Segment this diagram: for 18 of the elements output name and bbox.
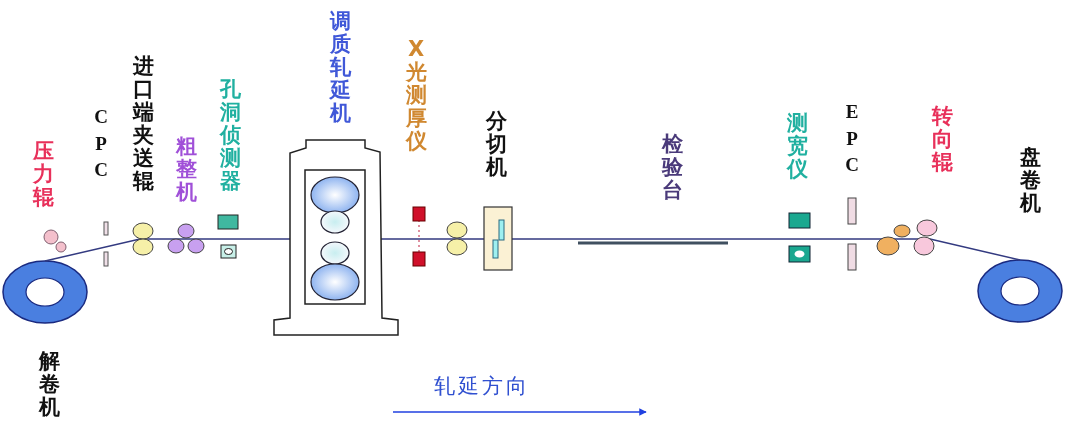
direction-label: 轧延方向 (434, 373, 530, 400)
equipment-label: 测宽仪 (786, 112, 808, 182)
equipment-label: 粗整机 (175, 135, 197, 205)
equipment-label: 分切机 (485, 110, 507, 180)
equipment-label: 孔洞侦测器 (219, 78, 241, 194)
equipment-label: 盘卷机 (1019, 146, 1041, 216)
equipment-label: 解卷机 (38, 350, 60, 420)
equipment-label: 进口端夹送辊 (132, 55, 154, 194)
equipment-label: CPC (93, 105, 109, 183)
uncoiler-coil-drawing (2, 260, 88, 324)
equipment-label: 调质轧延机 (329, 10, 351, 126)
equipment-label: 检验台 (661, 133, 683, 203)
metal-strip-line (44, 238, 1021, 262)
equipment-label: 转向辊 (931, 105, 953, 175)
equipment-label: EPC (844, 100, 860, 178)
equipment-label: 压力辊 (32, 140, 54, 210)
equipment-label: X光测厚仪 (405, 38, 427, 154)
recoiler-coil-drawing (977, 259, 1063, 323)
